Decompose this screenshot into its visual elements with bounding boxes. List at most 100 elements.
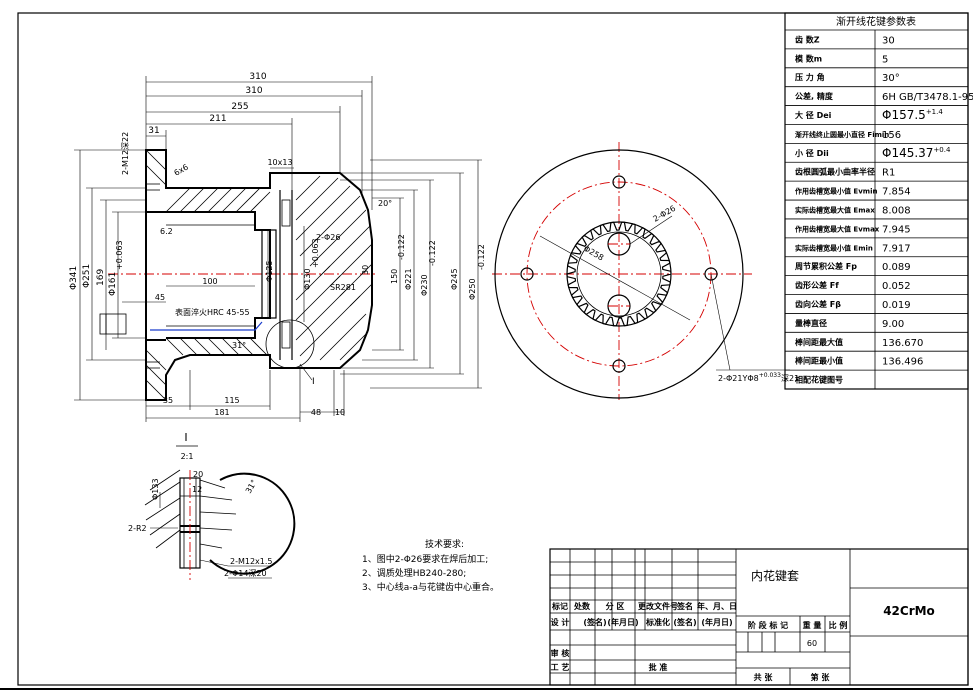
detail-dim-20: 20 xyxy=(193,470,203,479)
param-label-15: 量棒直径 xyxy=(795,318,827,328)
param-label-5: 渐开线终止圆最小直径 Fimin xyxy=(795,130,889,139)
param-label-4: 大 径 Dei xyxy=(795,110,832,120)
title-block: 标记 处数 分 区 更改文件号 签名 年、月、日 设 计 (签名) (年月日) … xyxy=(549,548,969,686)
detail-2-phi14: 2-Φ14深20 xyxy=(224,569,267,578)
internal-spline-teeth xyxy=(566,221,672,327)
param-value-9: 8.008 xyxy=(882,206,911,217)
detail-2-r2: 2-R2 xyxy=(128,524,147,533)
param-label-6: 小 径 Dii xyxy=(794,148,829,158)
dim-45: 45 xyxy=(155,293,165,302)
dim-150-tol: -0.122 xyxy=(397,234,406,260)
section-hatching xyxy=(145,149,373,401)
param-value-11: 7.917 xyxy=(882,243,911,254)
dim-phi130: Φ130 xyxy=(303,268,312,290)
param-value-text-2: 30° xyxy=(882,73,900,84)
param-value-text-8: 7.854 xyxy=(882,187,911,198)
detail-dim-31: 31° xyxy=(244,478,259,495)
tb-sign: 签名 xyxy=(676,601,693,611)
param-label-1: 模 数m xyxy=(795,53,822,63)
tb-weight: 60 xyxy=(807,639,817,648)
dim-phi230: Φ230 xyxy=(420,274,429,296)
param-label-18: 相配花键图号 xyxy=(795,375,843,385)
detail-outline xyxy=(209,472,296,575)
param-value-text-17: 136.496 xyxy=(882,357,923,368)
dim-phi125: Φ125 xyxy=(265,260,274,282)
tb-date: 年、月、日 xyxy=(697,601,737,611)
param-label-11: 实际齿槽宽最小值 Emin xyxy=(795,243,873,252)
dim-100: 100 xyxy=(202,277,217,286)
param-value-7: R1 xyxy=(882,168,895,179)
end-view: 2-Φ26 Φ258 2-Φ21YΦ8+0.033深21 xyxy=(492,142,799,400)
detail-title: I xyxy=(184,431,187,444)
detail-callout-label: I xyxy=(312,377,315,387)
param-value-text-15: 9.00 xyxy=(882,319,904,330)
bolt-hole-bottom xyxy=(612,359,626,373)
param-value-text-1: 5 xyxy=(882,54,888,65)
dim-2-m12: 2-M12深22 xyxy=(121,132,130,175)
end-view-holes-label: 2-Φ21YΦ8+0.033深21 xyxy=(718,372,799,383)
tb-approve: 批 准 xyxy=(649,662,668,672)
dim-31-deg: 31° xyxy=(232,341,246,350)
dim-2-phi26: 2-Φ26 xyxy=(316,233,340,242)
tb-sheet-no: 第 张 xyxy=(811,672,831,682)
spline-tooth-profile xyxy=(566,221,672,327)
tech-req-item-3: 3、中心线a-a与花键齿中心重合。 xyxy=(362,581,499,593)
param-value-text-0: 30 xyxy=(882,35,895,46)
detail-callout-circle xyxy=(265,319,315,369)
dim-30: 30 xyxy=(361,265,370,275)
tb-sign1: (签名) xyxy=(583,617,606,627)
tb-part-name: 内花键套 xyxy=(751,568,799,583)
param-value-14: 0.019 xyxy=(882,300,911,311)
param-value-text-10: 7.945 xyxy=(882,224,911,235)
dim-211: 211 xyxy=(209,114,226,124)
bolt-hole-right xyxy=(704,267,718,281)
tb-zone: 分 区 xyxy=(606,601,625,611)
dim-35: 35 xyxy=(163,396,173,405)
right-vertical-dimensions xyxy=(267,159,482,389)
section-outline xyxy=(145,149,373,401)
param-value-text-11: 7.917 xyxy=(882,243,911,254)
dim-150: 150 xyxy=(390,269,399,284)
param-label-0: 齿 数Z xyxy=(795,34,820,44)
param-value-text-3: 6H GB/T3478.1-95 xyxy=(882,92,973,103)
dim-10x13: 10x13 xyxy=(267,158,292,167)
param-value-15: 9.00 xyxy=(882,319,904,330)
param-table-title: 渐开线花键参数表 xyxy=(836,15,916,28)
param-value-3: 6H GB/T3478.1-95 xyxy=(882,92,973,103)
detail-2-m12: 2-M12x1.5 xyxy=(230,557,273,566)
dim-115: 115 xyxy=(224,396,239,405)
tb-material: 42CrMo xyxy=(883,604,935,618)
param-value-text-14: 0.019 xyxy=(882,300,911,311)
tb-sheet-total: 共 张 xyxy=(754,672,774,682)
param-value-8: 7.854 xyxy=(882,187,911,198)
dim-phi221: Φ221 xyxy=(404,268,413,290)
tb-design: 设 计 xyxy=(551,617,570,627)
tb-std: 标准化 xyxy=(645,617,670,627)
dim-48: 48 xyxy=(311,408,321,417)
param-label-13: 齿形公差 Ff xyxy=(795,280,839,290)
param-value-text-6: Φ145.37 xyxy=(882,146,933,160)
tb-stage: 阶 段 标 记 xyxy=(748,620,788,630)
tb-docno: 更改文件号 xyxy=(638,601,678,611)
heat-treat-marker xyxy=(150,321,263,331)
dim-310-inner: 310 xyxy=(245,86,262,96)
dim-phi230-tol: -0.122 xyxy=(428,240,437,266)
dim-10: 10 xyxy=(335,408,345,417)
dim-phi341: Φ341 xyxy=(69,266,79,290)
technical-requirements: 技术要求: 1、图中2-Φ26要求在焊后加工;2、调质处理HB240-280;3… xyxy=(362,538,499,593)
end-view-phi26-label: 2-Φ26 xyxy=(652,204,678,224)
dim-sr281: SR281 xyxy=(330,283,356,292)
detail-dim-12: 12 xyxy=(192,485,202,494)
end-view-outer-circle xyxy=(494,149,744,399)
param-value-sup-6: +0.4 xyxy=(933,146,951,154)
tech-req-item-2: 2、调质处理HB240-280; xyxy=(362,567,466,579)
param-value-text-13: 0.052 xyxy=(882,281,911,292)
param-value-5: 156 xyxy=(882,130,901,141)
detail-phi133: Φ133 xyxy=(151,478,160,500)
dim-6-2: 6.2 xyxy=(160,227,173,236)
tech-req-title: 技术要求: xyxy=(425,538,464,550)
param-value-12: 0.089 xyxy=(882,262,911,273)
param-value-17: 136.496 xyxy=(882,357,923,368)
